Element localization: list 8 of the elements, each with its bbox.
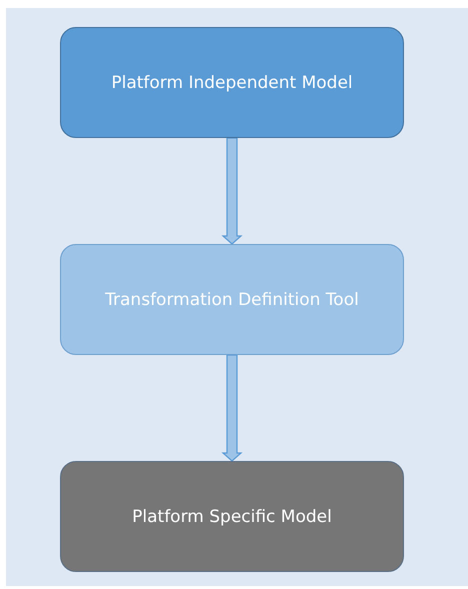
process-box bbox=[60, 461, 404, 572]
box-label: Transformation Definition Tool bbox=[105, 290, 359, 310]
box-label: Platform Specific Model bbox=[132, 506, 332, 526]
process-box bbox=[60, 27, 404, 138]
process-box bbox=[60, 244, 404, 355]
box-label: Platform Independent Model bbox=[111, 72, 353, 92]
arrow bbox=[221, 354, 243, 462]
arrow bbox=[221, 137, 243, 245]
